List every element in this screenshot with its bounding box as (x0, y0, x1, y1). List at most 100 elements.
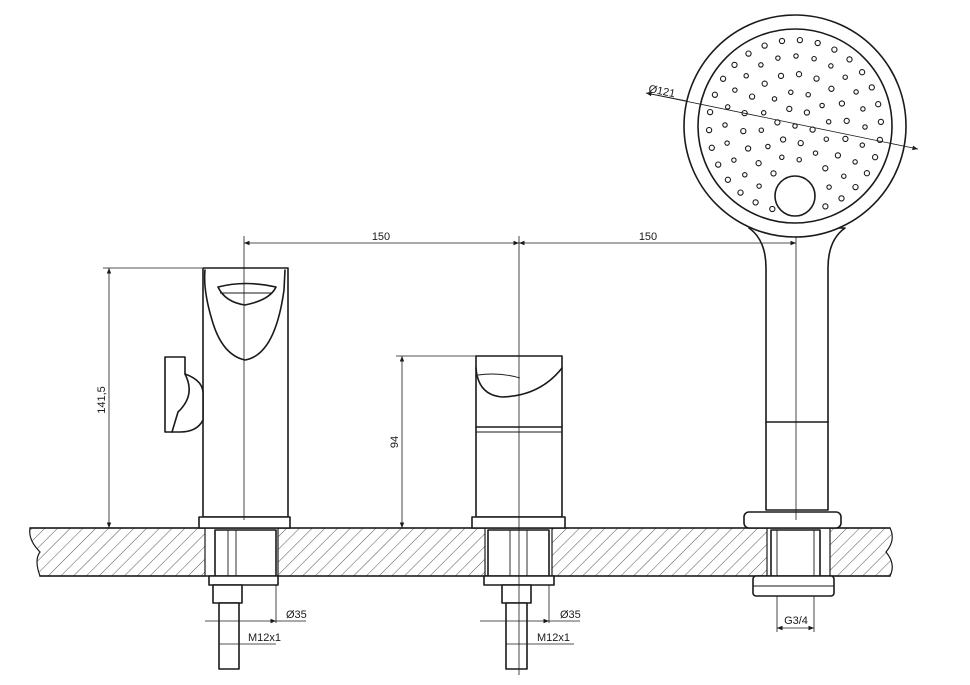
nozzle-hole (805, 91, 811, 98)
spout-assembly (164, 267, 291, 670)
dim-height-spout: 141,5 (96, 386, 108, 414)
nozzle-hole (812, 150, 819, 156)
nozzle-hole (803, 109, 811, 116)
nozzle-hole (719, 75, 727, 82)
countertop-segment-3 (551, 527, 768, 577)
nozzle-hole (814, 39, 821, 47)
nozzle-hole (860, 106, 866, 112)
nozzle-hole (826, 184, 832, 190)
nozzle-hole (852, 183, 859, 191)
nozzle-hole (731, 157, 737, 163)
nozzle-hole (745, 50, 752, 57)
nozzle-hole (796, 156, 802, 163)
nozzle-hole (838, 195, 845, 202)
spout-outlet (203, 269, 286, 361)
shower-head-button (774, 175, 816, 217)
nozzle-hole (743, 73, 749, 79)
nozzle-hole (828, 85, 835, 92)
mixer-base (471, 516, 566, 529)
nozzle-hole (813, 75, 820, 82)
nozzle-hole (795, 71, 803, 78)
nozzle-hole (822, 203, 829, 210)
nozzle-hole (828, 63, 834, 69)
shower-shank (770, 529, 821, 577)
nozzle-hole (875, 101, 882, 108)
countertop-slab (29, 527, 206, 577)
nozzle-hole (777, 72, 785, 80)
nozzle-hole (778, 37, 786, 45)
nozzle-hole (793, 53, 799, 59)
nozzle-hole (761, 42, 768, 49)
spout-outlet-inner (217, 282, 277, 306)
nozzle-hole (715, 161, 722, 168)
spout-base (198, 516, 291, 529)
nozzle-hole (852, 159, 858, 165)
dim-diameter-mixer: Ø35 (560, 609, 581, 621)
shower-holder-base (743, 511, 842, 529)
nozzle-hole (711, 91, 719, 98)
nozzle-hole (831, 46, 838, 53)
dim-spacing-right: 150 (639, 231, 657, 243)
nozzle-hole (859, 142, 866, 148)
nozzle-hole (792, 123, 798, 129)
countertop-segment-4 (829, 527, 893, 577)
nozzle-hole (841, 173, 847, 179)
hand-shower (683, 14, 907, 597)
nozzle-hole (724, 104, 731, 110)
nozzle-hole (724, 176, 732, 183)
nozzle-hole (863, 170, 871, 177)
nozzle-hole (877, 118, 885, 126)
countertop-segment-2 (277, 527, 486, 577)
dimension-lines (103, 91, 919, 675)
nozzle-hole (811, 55, 817, 62)
nozzle-hole (756, 183, 762, 189)
dim-height-mixer: 94 (389, 436, 401, 448)
mixer-assembly (471, 355, 566, 670)
nozzle-hole (755, 160, 762, 167)
nozzle-hole (858, 69, 866, 76)
dimension-labels: 150 150 141,5 94 Ø121 Ø35 M12x1 Ø35 M12x… (96, 83, 808, 644)
spout-shank (214, 529, 277, 577)
nozzle-hole (779, 136, 787, 143)
nozzle-hole (722, 122, 728, 128)
nozzle-hole (770, 170, 777, 177)
nozzle-hole (822, 165, 829, 172)
nozzle-hole (842, 135, 849, 143)
nozzle-hole (748, 93, 756, 100)
nozzle-hole (871, 154, 879, 161)
nozzle-hole (761, 80, 768, 87)
mixer-handle-top (475, 367, 563, 398)
spout-nut (208, 575, 279, 586)
nozzle-hole (842, 74, 848, 80)
nozzle-hole (775, 55, 781, 61)
nozzle-hole (846, 56, 853, 63)
nozzle-hole (838, 100, 846, 107)
nozzle-hole (779, 154, 785, 161)
nozzle-hole (868, 84, 875, 91)
dim-thread-spout: M12x1 (248, 632, 281, 644)
shower-nozzles (705, 36, 885, 213)
nozzle-hole (853, 89, 859, 95)
nozzle-hole (843, 117, 850, 125)
nozzle-hole (769, 205, 776, 213)
mixer-shank (487, 529, 550, 577)
mixer-stud (505, 602, 528, 670)
nozzle-hole (752, 199, 759, 206)
shower-head-inner (697, 28, 893, 224)
countertop (29, 527, 893, 577)
spout-stud (218, 602, 240, 670)
nozzle-hole (740, 127, 747, 135)
nozzle-hole (796, 36, 804, 44)
nozzle-hole (825, 119, 832, 125)
nozzle-hole (744, 145, 752, 152)
nozzle-hole (786, 105, 793, 113)
nozzle-hole (758, 62, 764, 68)
nozzle-hole (724, 140, 730, 146)
dim-thread-shower: G3/4 (784, 615, 808, 627)
shower-handle (748, 227, 846, 511)
nozzle-hole (765, 143, 771, 150)
nozzle-hole (797, 139, 804, 147)
nozzle-hole (760, 110, 767, 116)
